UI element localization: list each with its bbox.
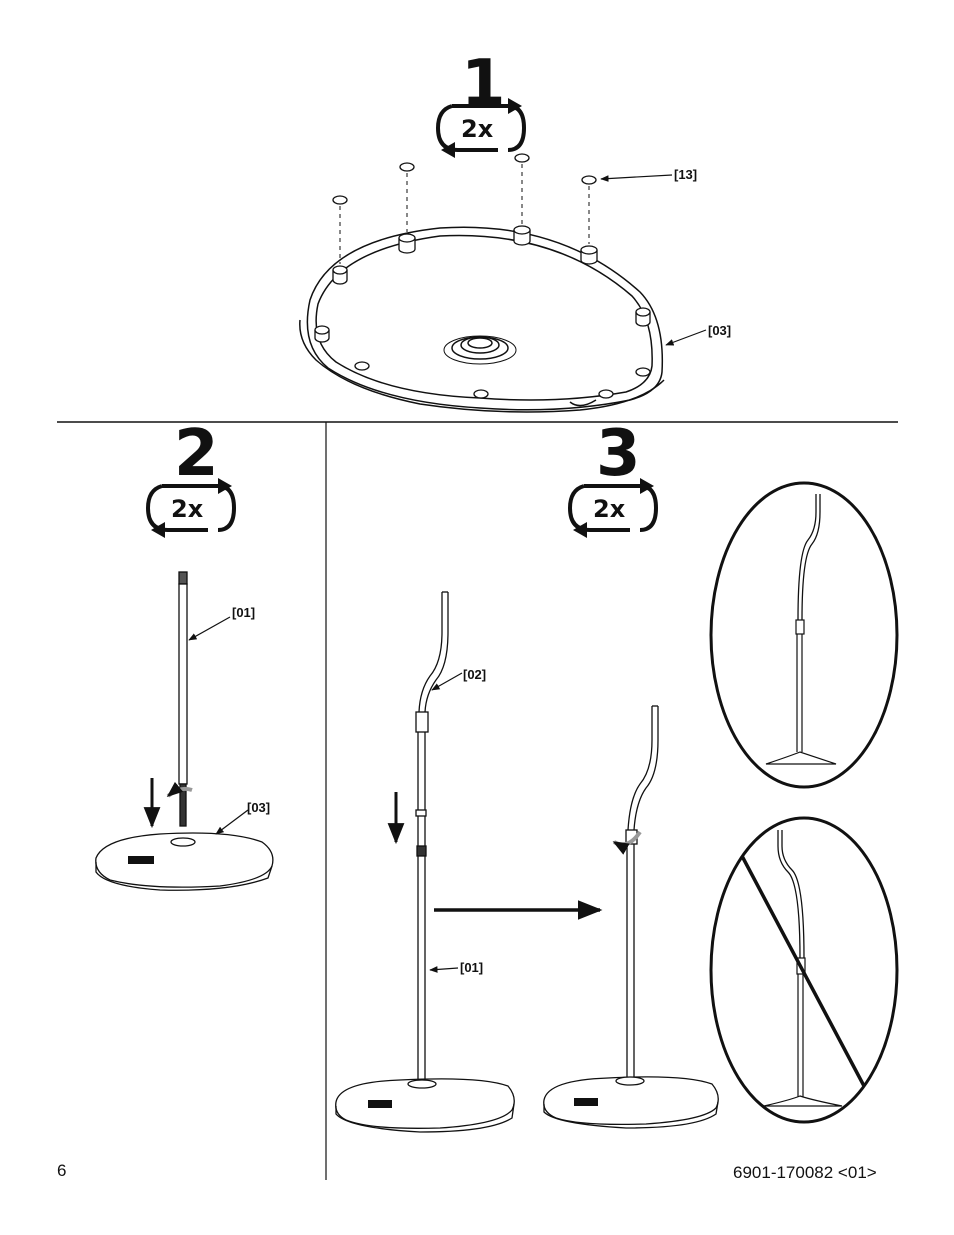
step3-stand-b [543, 705, 719, 1129]
leader-lower-pole-step3 [429, 966, 459, 973]
rotation-badge-step-1 [435, 98, 527, 158]
part-label-base-step1: [03] [708, 323, 732, 338]
part-label-base-step2: [03] [247, 800, 271, 815]
leader-upper-pole [431, 672, 463, 691]
twist-arrow-step2 [166, 781, 193, 798]
incorrect-result-oval [709, 816, 899, 1124]
rotation-badge-step-3 [567, 478, 659, 538]
step-number-2: 2 [174, 417, 219, 491]
multiplier-step-1: 2x [461, 115, 494, 143]
base-top-view [299, 226, 665, 413]
rotation-badge-step-2 [145, 478, 237, 538]
correct-result-oval [709, 481, 899, 789]
part-label-foot-pad: [13] [674, 167, 698, 182]
part-label-lower-pole-step2: [01] [232, 605, 256, 620]
foot-pads [332, 153, 597, 205]
step-number-3: 3 [596, 417, 641, 491]
leader-pad [600, 174, 673, 182]
pad-guide-lines [339, 164, 590, 264]
twist-arrow-step3 [612, 830, 642, 855]
leader-pole-step2 [188, 616, 231, 641]
step3-stand-a [335, 591, 515, 1133]
part-label-upper-pole: [02] [463, 667, 487, 682]
leader-base-step2 [215, 809, 249, 835]
leader-base-step1 [665, 329, 707, 346]
multiplier-step-2: 2x [171, 495, 204, 523]
step-number-1: 1 [461, 47, 506, 121]
multiplier-step-3: 2x [593, 495, 626, 523]
document-code: 6901-170082 <01> [733, 1163, 877, 1182]
base-foot-posts [314, 225, 651, 399]
page-number: 6 [57, 1161, 67, 1180]
step2-base [95, 832, 274, 891]
part-label-lower-pole-step3: [01] [460, 960, 484, 975]
